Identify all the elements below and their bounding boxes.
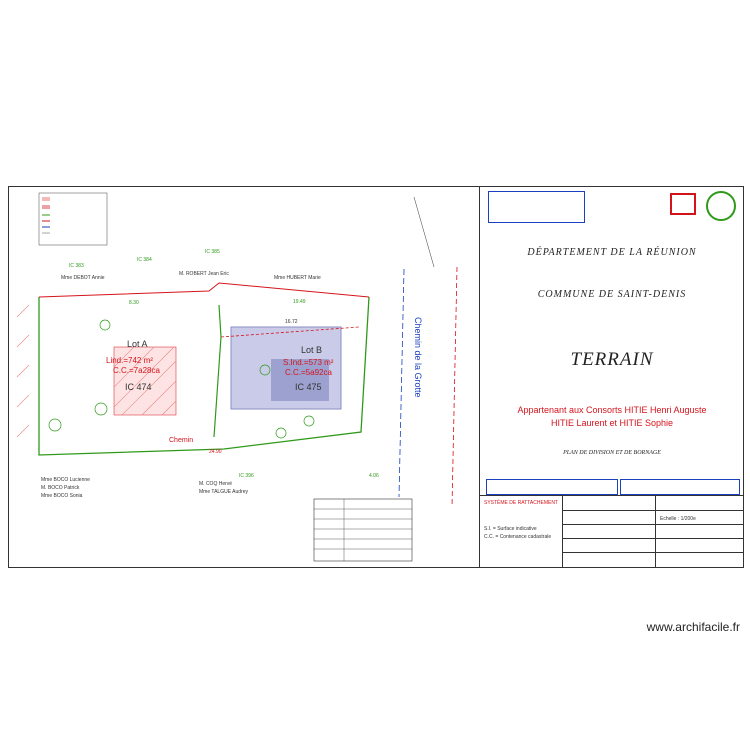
- parcel-label-2: IC 384: [137, 257, 152, 263]
- commune-title: COMMUNE DE SAINT-DENIS: [537, 289, 687, 300]
- neighbor-bc-2: Mme TALGUE Audrey: [199, 489, 248, 495]
- measure-1: 24.90: [209, 449, 222, 455]
- terrain-title: TERRAIN: [570, 349, 654, 370]
- measure-2: 8.30: [129, 300, 139, 306]
- lot-a-name: Lot A: [127, 339, 148, 349]
- measure-4: 19.49: [293, 299, 306, 305]
- lot-b-cc: C.C.=5a92ca: [285, 368, 332, 377]
- site-plan-drawing: Lot A Lind.=742 m² C.C.=7a28ca IC 474 Lo…: [16, 192, 458, 562]
- lot-a-ic: IC 474: [125, 382, 152, 392]
- info-grid: SYSTÈME DE RATTACHEMENT S.I. = Surface i…: [480, 495, 744, 568]
- company-logo: [670, 193, 696, 215]
- neighbor-top-2: M. ROBERT Jean Eric: [179, 271, 229, 277]
- surveyor-stamp: [480, 191, 744, 223]
- neighbor-bc-1: M. COQ Hervé: [199, 481, 232, 487]
- road-label: Chemin de la Grotte: [413, 317, 423, 398]
- lot-a-cc: C.C.=7a28ca: [113, 366, 160, 375]
- neighbor-bl-1: Mme BOCO Lucienne: [41, 477, 90, 483]
- measure-5: 16.72: [285, 319, 298, 325]
- neighbor-bl-3: Mme BOCO Sonia: [41, 493, 83, 499]
- owner-line-1: Appartenant aux Consorts HITIE Henri Aug…: [517, 405, 707, 415]
- measure-3: 4.06: [369, 473, 379, 479]
- lot-b-area: S.Ind.=573 m²: [283, 358, 334, 367]
- scale-label: Echelle : 1/200e: [660, 516, 696, 522]
- parcel-label-4: IC 396: [239, 473, 254, 479]
- info-box-left: [486, 479, 618, 495]
- plan-sheet: Lot A Lind.=742 m² C.C.=7a28ca IC 474 Lo…: [8, 186, 744, 568]
- neighbor-top-1: Mme DEBOT Annie: [61, 275, 105, 281]
- departement-title: DÉPARTEMENT DE LA RÉUNION: [527, 247, 697, 258]
- neighbor-bl-2: M. BOCO Patrick: [41, 485, 80, 491]
- plan-title: PLAN DE DIVISION ET DE BORNAGE: [563, 450, 661, 456]
- lot-b-name: Lot B: [301, 345, 322, 355]
- geometre-seal: [706, 191, 736, 221]
- watermark: www.archifacile.fr: [646, 620, 740, 634]
- neighbor-top-3: Mme HUBERT Marie: [274, 275, 321, 281]
- info-box-right: [620, 479, 740, 495]
- legend-item-1: S.I. = Surface indicative: [484, 526, 537, 532]
- owner-line-2: HITIE Laurent et HITIE Sophie: [550, 418, 674, 428]
- legend-title: SYSTÈME DE RATTACHEMENT: [484, 500, 558, 506]
- lot-b-ic: IC 475: [295, 382, 322, 392]
- parcel-label-3: IC 385: [205, 249, 220, 255]
- parcel-label-1: IC 383: [69, 263, 84, 269]
- lot-a-area: Lind.=742 m²: [106, 356, 153, 365]
- path-label: Chemin: [169, 437, 193, 444]
- title-block: DÉPARTEMENT DE LA RÉUNION COMMUNE DE SAI…: [479, 187, 744, 568]
- legend-item-2: C.C. = Contenance cadastrale: [484, 534, 552, 540]
